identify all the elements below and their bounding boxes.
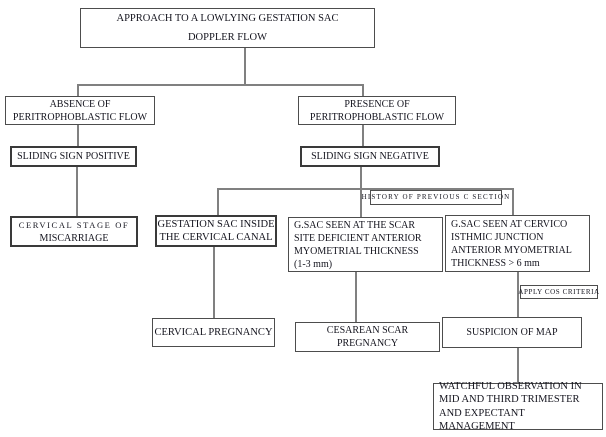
node-cervico-line1: G.SAC SEEN AT CERVICO: [451, 218, 568, 230]
node-cervical-pregnancy-label: CERVICAL PREGNANCY: [154, 327, 273, 338]
node-gsac-cervico-isthmic: G.SAC SEEN AT CERVICO ISTHMIC JUNCTION A…: [445, 215, 590, 272]
node-cesarean-line1: CESAREAN SCAR: [326, 325, 409, 336]
node-cervical-stage-line2: MISCARRIAGE: [39, 232, 109, 244]
connector-split-to-absence: [77, 84, 79, 96]
node-gsac-scar-site: G.SAC SEEN AT THE SCAR SITE DEFICIENT AN…: [288, 217, 443, 272]
node-apply-cos-label: APPLY COS CRITERIA: [518, 287, 600, 296]
node-watchful-observation: WATCHFUL OBSERVATION IN MID AND THIRD TR…: [433, 380, 603, 432]
node-gestation-line2: THE CERVICAL CANAL: [159, 232, 273, 243]
node-scar-line1: G.SAC SEEN AT THE SCAR: [294, 219, 416, 231]
connector-top-to-split: [244, 48, 246, 84]
connector-cervico-to-suspicion: [517, 272, 519, 317]
node-scar-line2: SITE DEFICIENT ANTERIOR: [294, 232, 422, 244]
connector-branch-horizontal: [217, 188, 513, 190]
connector-branch-to-gestation: [217, 188, 219, 215]
node-suspicion-of-map: SUSPICION OF MAP: [442, 317, 582, 348]
node-presence-flow: PRESENCE OF PERITROPHOBLASTIC FLOW: [298, 96, 456, 125]
connector-split-to-presence: [362, 84, 364, 96]
node-approach-doppler: APPROACH TO A LOWLYING GESTATION SAC DOP…: [80, 8, 375, 48]
node-gestation-line1: GESTATION SAC INSIDE: [157, 219, 275, 230]
node-cervical-stage-miscarriage: CERVICAL STAGE OF MISCARRIAGE: [10, 216, 138, 247]
node-cervico-line3: ANTERIOR MYOMETRIAL: [451, 244, 572, 256]
node-watchful-line1: WATCHFUL OBSERVATION IN: [439, 380, 582, 392]
node-cervico-line4: THICKNESS > 6 mm: [451, 257, 540, 269]
node-history-label: HISTORY OF PREVIOUS C SECTION: [361, 193, 511, 201]
connector-presence-to-sliding-negative: [362, 125, 364, 146]
connector-suspicion-to-watchful: [517, 348, 519, 383]
connector-sliding-negative-to-scar: [360, 167, 362, 217]
connector-branch-to-cervico: [512, 188, 514, 215]
node-watchful-line3: AND EXPECTANT MANAGEMENT: [439, 407, 525, 433]
node-absence-flow: ABSENCE OF PERITROPHOBLASTIC FLOW: [5, 96, 155, 125]
node-sliding-positive-label: SLIDING SIGN POSITIVE: [17, 151, 130, 162]
node-cervical-pregnancy: CERVICAL PREGNANCY: [152, 318, 275, 347]
node-absence-line1: ABSENCE OF: [49, 98, 111, 110]
node-sliding-negative-label: SLIDING SIGN NEGATIVE: [311, 151, 429, 162]
node-scar-line4: (1-3 mm): [294, 258, 333, 270]
connector-gestation-to-cervical-pregnancy: [213, 247, 215, 318]
node-cervical-stage-line1: CERVICAL STAGE OF: [18, 219, 130, 230]
node-presence-line1: PRESENCE OF: [344, 98, 410, 110]
node-history-c-section: HISTORY OF PREVIOUS C SECTION: [362, 190, 509, 205]
connector-scar-to-cesarean: [355, 272, 357, 322]
node-cesarean-scar-pregnancy: CESAREAN SCAR PREGNANCY: [295, 322, 440, 352]
connector-split-horizontal: [77, 84, 363, 86]
connector-absence-to-sliding-positive: [77, 125, 79, 146]
node-gestation-sac-cervical-canal: GESTATION SAC INSIDE THE CERVICAL CANAL: [155, 215, 277, 247]
node-apply-cos-criteria: APPLY COS CRITERIA: [518, 285, 600, 299]
node-presence-line2: PERITROPHOBLASTIC FLOW: [309, 111, 445, 123]
node-sliding-sign-negative: SLIDING SIGN NEGATIVE: [300, 146, 440, 167]
node-watchful-line2: MID AND THIRD TRIMESTER: [439, 394, 580, 405]
node-cesarean-line2: PREGNANCY: [336, 338, 399, 349]
node-scar-line3: MYOMETRIAL THICKNESS: [294, 245, 419, 257]
node-approach-line2: DOPPLER FLOW: [187, 32, 268, 43]
connector-sliding-positive-to-cervical-stage: [76, 166, 78, 216]
node-sliding-sign-positive: SLIDING SIGN POSITIVE: [10, 146, 137, 167]
node-absence-line2: PERITROPHOBLASTIC FLOW: [12, 111, 148, 123]
node-cervico-line2: ISTHMIC JUNCTION: [451, 231, 544, 243]
node-suspicion-label: SUSPICION OF MAP: [466, 327, 558, 338]
node-approach-line1: APPROACH TO A LOWLYING GESTATION SAC: [116, 13, 339, 24]
